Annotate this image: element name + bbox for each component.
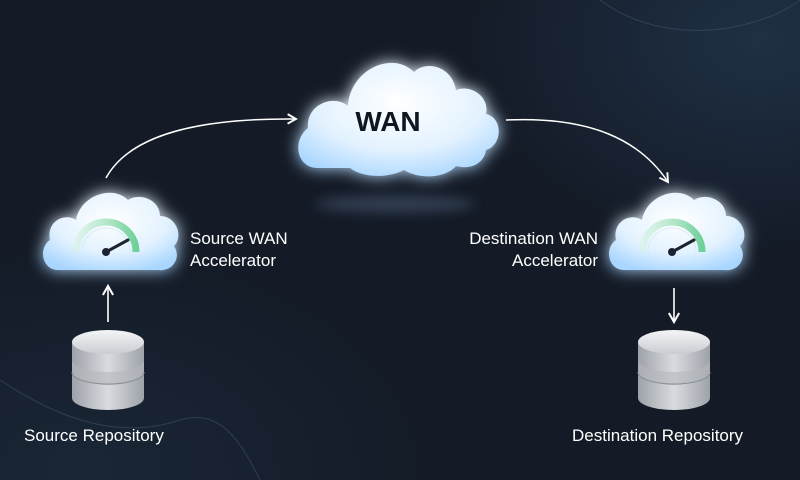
destination-speed-gauge-icon xyxy=(638,218,706,256)
wan-label: WAN xyxy=(355,106,421,137)
background-curve-top-right xyxy=(599,0,800,31)
source-speed-gauge-icon xyxy=(72,218,140,256)
arrow-source-accelerator-to-wan xyxy=(105,113,298,179)
background-curve-bottom-left xyxy=(0,379,261,480)
wan-cloud-icon xyxy=(298,62,499,177)
source-repository-database-icon xyxy=(71,330,145,410)
source-accelerator-label-line-1: Source WAN xyxy=(190,229,288,248)
source-accelerator-cloud-icon xyxy=(43,192,179,271)
destination-accelerator-label-line-1: Destination WAN xyxy=(469,229,598,248)
source-accelerator-label: Source WAN Accelerator xyxy=(190,228,288,272)
destination-accelerator-label-line-2: Accelerator xyxy=(512,251,598,270)
destination-repository-label: Destination Repository xyxy=(572,426,744,445)
wan-cloud-shadow xyxy=(315,196,475,212)
destination-accelerator-cloud-icon xyxy=(609,192,745,271)
destination-accelerator-label: Destination WAN Accelerator xyxy=(432,228,598,272)
arrow-wan-to-destination-accelerator xyxy=(505,118,670,184)
destination-repository-database-icon xyxy=(637,330,711,410)
source-repository-label: Source Repository xyxy=(24,426,164,445)
source-accelerator-label-line-2: Accelerator xyxy=(190,251,276,270)
